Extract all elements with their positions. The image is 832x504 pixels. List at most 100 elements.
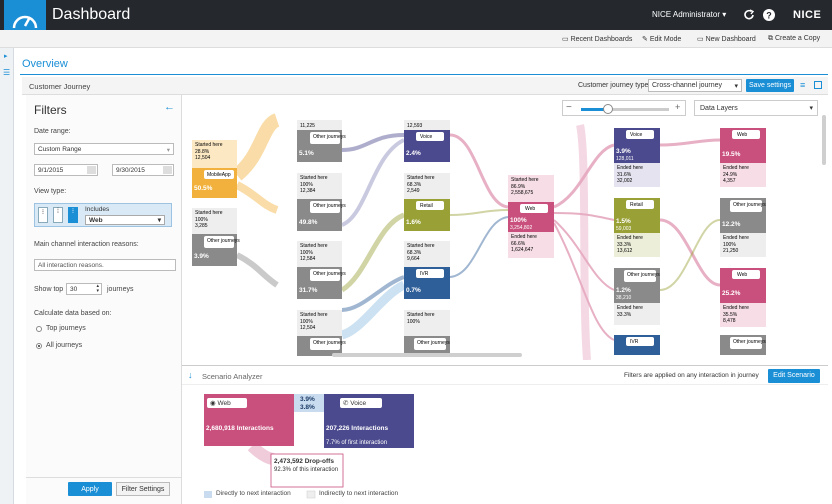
node-ended-pct: 31.6% [617,172,632,178]
node-pct: 100% [510,217,527,224]
user-name: NICE Administrator [652,10,721,19]
view-type-icon-a[interactable]: ⁝ [38,207,48,223]
node-web[interactable]: Started here 86.9% 2,558,675 Web 100% 3,… [508,175,554,258]
stepper-arrows-icon[interactable]: ▴▾ [96,283,99,294]
node-pct: 31.7% [299,287,318,294]
legend-direct-swatch [204,491,212,498]
date-range-select[interactable]: Custom Range ▾ [34,143,174,155]
node-web[interactable]: Web 25.2% Ended here 35.5% 8,478 [720,268,766,327]
node-other-journeys[interactable]: Started here 100% 12,504 Other journeys [297,310,346,356]
user-menu[interactable]: NICE Administrator ▾ [652,10,726,19]
scenario-title: Scenario Analyzer [202,372,263,381]
zoom-out-button[interactable]: − [566,102,572,113]
node-other-journeys[interactable]: Other journeys [720,335,766,355]
view-type-icon-c[interactable]: ⁝ [68,207,78,223]
node-pct: 19.5% [722,151,741,158]
scenario-voice-tag: ✆ Voice [340,398,382,408]
journey-type-select[interactable]: Cross-channel journey▾ [648,79,742,92]
node-started-label: Started here [407,175,435,181]
reasons-input[interactable]: All interaction reasons. [34,259,176,271]
filters-title: Filters [34,103,67,117]
zoom-in-button[interactable]: + [675,102,681,112]
chevron-down-icon: ▾ [157,217,161,224]
node-ivr[interactable]: IVR [614,335,660,355]
new-dashboard-link[interactable]: ▭ New Dashboard [697,36,756,43]
all-journeys-radio[interactable] [36,343,42,349]
node-pct: 1.2% [616,287,631,294]
edit-scenario-button[interactable]: Edit Scenario [768,369,820,383]
node-other-journeys[interactable]: Started here 100% Other journeys [404,310,450,356]
journey-type-label: Customer journey type [578,82,649,89]
node-pct: 12.2% [722,221,741,228]
filter-settings-button[interactable]: Filter Settings [116,482,170,496]
node-pct: 0.7% [406,287,421,294]
node-other-journeys[interactable]: Other journeys 12.2% Ended here 100% 21,… [720,198,766,257]
calendar-icon[interactable] [87,166,96,174]
node-label: Other journeys [733,202,766,208]
date-to-input[interactable]: 9/30/2015 [112,164,174,176]
date-range-label: Date range: [34,128,71,135]
node-mobileapp[interactable]: Started here 28.8% 12,504 MobileApp 50.5… [192,140,237,198]
node-pct: 50.5% [194,185,213,192]
node-retail[interactable]: Retail 1.5% 59,003 Ended here 33.3% 13,6… [614,198,660,257]
menu-icon[interactable]: ≡ [800,80,806,90]
new-dashboard-label: New Dashboard [705,36,756,43]
node-web[interactable]: Web 19.5% Ended here 24.9% 4,357 [720,128,766,187]
arrow-down-icon[interactable]: ↓ [188,370,193,380]
show-top-stepper[interactable]: 30▴▾ [66,283,102,295]
list-icon[interactable]: ☰ [3,68,11,77]
horizontal-scrollbar[interactable] [332,353,522,357]
refresh-icon[interactable] [742,8,756,22]
node-voice[interactable]: Voice 3.9% 128,011 Ended here 31.6% 32,0… [614,128,660,187]
calendar-icon[interactable] [163,166,172,174]
node-started-num: 12,504 [300,325,316,331]
vertical-scrollbar[interactable] [822,115,826,165]
includes-value: Web [89,217,103,224]
node-other-journeys[interactable]: Started here 100% 12,384 Other journeys … [297,173,346,231]
node-other-journeys[interactable]: Other journeys 1.2% 38,210 Ended here 33… [614,268,660,325]
node-started-num: 2,549 [407,188,420,194]
view-type-selector[interactable]: ⁝ ⁞ ⁝ Includes Web▾ [34,203,172,227]
node-ended-num: 13,612 [617,248,633,254]
node-voice[interactable]: 12,593 Voice 2.4% [404,120,450,162]
node-retail[interactable]: Started here 68.3% 2,549 Retail 1.6% [404,173,450,231]
scenario-analyzer-bar: ↓ Scenario Analyzer Filters are applied … [182,365,828,385]
includes-select[interactable]: Web ▾ [85,215,165,225]
node-started-num: 2,558,675 [511,190,533,196]
help-icon[interactable]: ? [762,8,776,22]
node-other-journeys[interactable]: Started here 100% 12,584 Other journeys … [297,241,346,299]
top-journeys-radio[interactable] [36,326,42,332]
node-other-journeys[interactable]: Started here 100% 3,285 Other journeys 3… [192,208,240,266]
node-started-pct: 100% [300,319,313,325]
data-layers-select[interactable]: Data Layers▾ [694,100,818,116]
apply-button[interactable]: Apply [68,482,112,496]
zoom-track[interactable] [581,108,669,111]
zoom-slider-handle[interactable] [603,104,613,114]
arrow-left-icon[interactable]: ← [164,101,175,113]
create-copy-link[interactable]: ⧉ Create a Copy [768,35,821,42]
view-type-icon-b[interactable]: ⁞ [53,207,63,223]
fullscreen-icon[interactable] [814,81,822,89]
page-title: Overview [22,58,68,70]
date-range-value: Custom Range [38,146,82,153]
node-ended-label: Ended here [511,234,537,240]
recent-dashboards-link[interactable]: ▭ Recent Dashboards [562,36,633,43]
node-started-pct: 68.3% [407,182,422,188]
node-ended-label: Ended here [617,305,643,311]
node-ended-pct: 24.9% [723,172,738,178]
chevron-down-icon: ▾ [166,147,170,154]
node-pct: 25.2% [722,290,741,297]
date-from-input[interactable]: 9/1/2015 [34,164,98,176]
node-other-journeys[interactable]: 11,225 Other journeys 5.1% [297,120,346,162]
expand-icon[interactable]: ▸ [4,53,8,60]
node-ended-label: Ended here [723,235,749,241]
node-started-num: 12,384 [300,188,316,194]
node-ivr[interactable]: Started here 68.3% 9,664 IVR 0.7% [404,241,450,299]
chevron-down-icon: ▾ [734,83,738,90]
node-count: 38,210 [616,295,632,301]
node-started-num: 11,225 [300,123,315,129]
edit-mode-link[interactable]: ✎ Edit Mode [642,36,682,43]
scenario-web-interactions: 2,680,918 Interactions [206,425,274,432]
journey-header: Customer Journey Customer journey type C… [22,77,828,95]
save-settings-button[interactable]: Save settings [746,79,794,92]
